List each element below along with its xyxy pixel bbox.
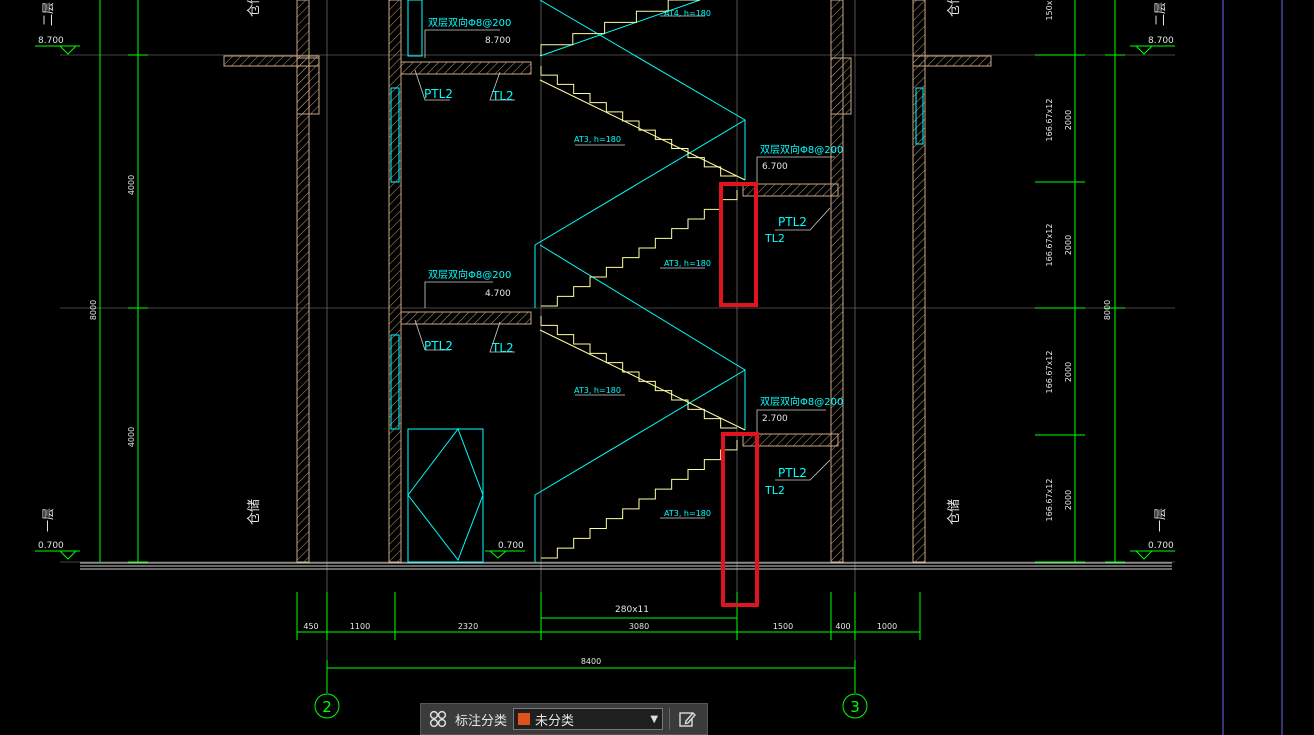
elevation-value: 6.700 (762, 162, 788, 172)
elevation-value: 8.700 (485, 36, 511, 46)
elevation-value: 0.700 (38, 541, 64, 551)
annotation-category-label: 标注分类 (455, 713, 508, 729)
category-select-value: 未分类 (535, 713, 575, 729)
stair-label: AT3, h=180 (664, 259, 711, 268)
ptl-label: PTL2 (424, 339, 453, 353)
elevation-value: 4.700 (485, 289, 511, 299)
grid-axis-3: 3 (850, 698, 860, 716)
grid-lines (60, 0, 1175, 690)
room-labels: 仓储 仓储 仓储 仓储 (247, 0, 962, 525)
dim-right-stair: 166.67x12 (1045, 351, 1054, 394)
floor-label-first: 一层 (1153, 508, 1167, 532)
category-color-swatch (518, 713, 531, 725)
stair-label: AT4, h=180 (664, 9, 711, 18)
stair-treads (540, 0, 738, 559)
leader-lines (414, 15, 835, 519)
grid-axis-bubbles: 2 3 (314, 693, 868, 719)
dim-seg: 400 (835, 622, 850, 631)
dim-right-stair: 166.67x12 (1045, 479, 1054, 522)
grid-axis-2: 2 (322, 698, 332, 716)
room-label: 仓储 (247, 499, 262, 525)
stair-label: AT3, h=180 (574, 135, 621, 144)
elevation-value: 0.700 (498, 541, 524, 551)
dim-seg: 1500 (773, 622, 793, 631)
room-label: 仓储 (247, 0, 262, 17)
floor-label-first: 一层 (41, 508, 55, 532)
dim-left-lower: 4000 (127, 427, 136, 447)
floor-label-second: 二层 (1153, 2, 1167, 26)
rebar-note: 双层双向Φ8@200 (760, 395, 843, 408)
tl-label: TL2 (491, 341, 514, 355)
annotations: 双层双向Φ8@200 双层双向Φ8@200 双层双向Φ8@200 双层双向Φ8@… (424, 9, 843, 518)
chevron-down-icon: ▼ (650, 713, 659, 725)
stair-flight (541, 440, 738, 559)
stair-flight (540, 0, 700, 56)
dim-span: 8400 (581, 657, 601, 666)
rebar-note: 双层双向Φ8@200 (428, 268, 511, 281)
elevation-value: 2.700 (762, 414, 788, 424)
elevations: 8.700 8.700 8.700 4.700 6.700 2.700 0.70… (38, 36, 1174, 551)
room-label: 仓储 (947, 0, 962, 17)
elevation-value: 8.700 (38, 36, 64, 46)
dim-seg: 450 (303, 622, 318, 631)
stair-label: AT3, h=180 (574, 386, 621, 395)
highlight-box-lower (721, 432, 759, 607)
dim-seg: 1000 (877, 622, 897, 631)
floor-labels: 二层 二层 一层 一层 (41, 2, 1167, 532)
edit-icon[interactable] (676, 708, 698, 730)
stair-flight (540, 66, 737, 177)
rebar-note: 双层双向Φ8@200 (760, 143, 843, 156)
stair-flight (541, 190, 738, 307)
dim-run: 280x11 (615, 605, 649, 615)
dim-right-height: 2000 (1064, 110, 1073, 130)
dim-right-total: 8000 (1103, 300, 1112, 320)
stair-flight (540, 316, 737, 429)
ptl-label: PTL2 (778, 215, 807, 229)
dim-left-total: 8000 (89, 300, 98, 320)
ground-line (80, 562, 1172, 570)
highlight-boxes (719, 182, 759, 607)
stair-steps (539, 79, 746, 431)
dimension-lines (35, 0, 1175, 693)
grid-apps-icon[interactable] (427, 708, 449, 730)
dimension-texts: 4000 4000 8000 8000 150x2 166.67x12 166.… (89, 0, 1112, 666)
floor-label-second: 二层 (41, 2, 55, 26)
dim-right-stair: 166.67x12 (1045, 99, 1054, 142)
dim-left-upper: 4000 (127, 175, 136, 195)
elevation-value: 8.700 (1148, 36, 1174, 46)
highlight-box-upper (719, 182, 758, 307)
annotation-category-select[interactable]: 未分类 ▼ (513, 708, 664, 730)
stair-label: AT3, h=180 (664, 509, 711, 518)
stair-outline (534, 0, 746, 562)
rebar-note: 双层双向Φ8@200 (428, 16, 511, 29)
dim-seg: 2320 (458, 622, 478, 631)
annotation-toolbar: 标注分类 未分类 ▼ (420, 703, 708, 735)
dim-right-height: 2000 (1064, 490, 1073, 510)
tl-label: TL2 (491, 89, 514, 103)
ptl-label: PTL2 (424, 87, 453, 101)
toolbar-divider (669, 708, 671, 730)
door (407, 427, 484, 563)
dim-right-height: 2000 (1064, 235, 1073, 255)
room-label: 仓储 (947, 499, 962, 525)
tl-label: TL2 (764, 484, 785, 497)
dim-right-stair: 166.67x12 (1045, 224, 1054, 267)
tl-label: TL2 (764, 232, 785, 245)
dim-right-stairtop: 150x2 (1045, 0, 1054, 21)
dim-right-height: 2000 (1064, 362, 1073, 382)
windows (390, 0, 924, 430)
ptl-label: PTL2 (778, 466, 807, 480)
walls (223, 0, 992, 563)
dim-seg: 3080 (629, 622, 649, 631)
dim-seg: 1100 (350, 622, 370, 631)
elevation-value: 0.700 (1148, 541, 1174, 551)
